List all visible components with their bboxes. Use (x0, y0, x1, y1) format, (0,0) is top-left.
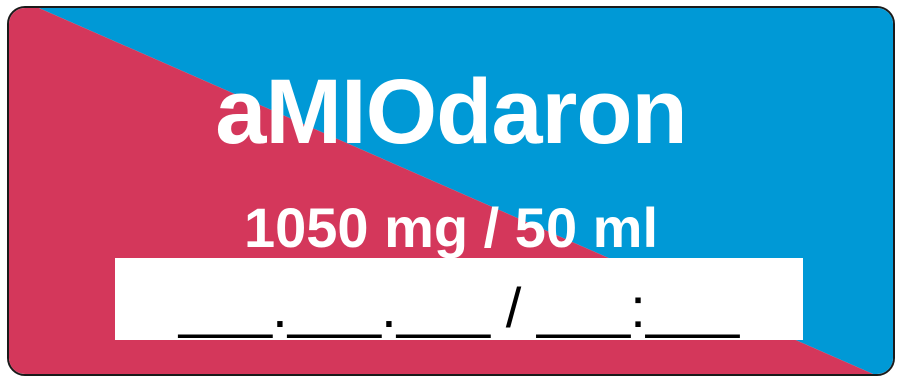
date-time-write-box: ___.___.___ / ___:___ (115, 258, 803, 340)
concentration: 1050 mg / 50 ml (243, 196, 658, 259)
date-time-write-line: ___.___.___ / ___:___ (178, 276, 740, 339)
drug-name: aMIOdaron (215, 61, 687, 163)
drug-label: aMIOdaron 1050 mg / 50 ml ___.___.___ / … (7, 6, 895, 376)
